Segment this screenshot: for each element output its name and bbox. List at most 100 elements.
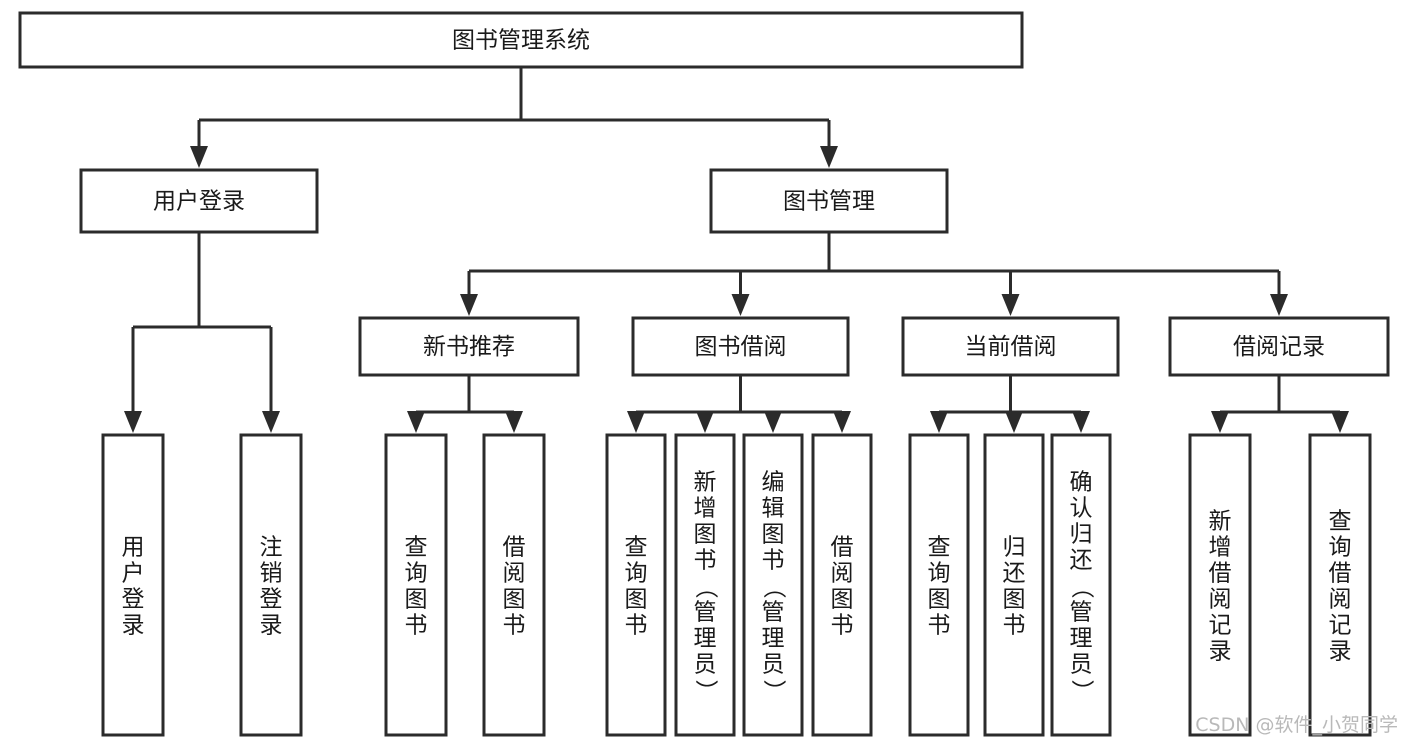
- node-group-1-box[interactable]: [631, 316, 850, 377]
- node-leaf-g2-2-label-char: 员: [1070, 652, 1093, 678]
- node-leaf-g3-0-box[interactable]: [1188, 433, 1252, 737]
- node-group-2[interactable]: 当前借阅: [901, 316, 1120, 377]
- node-leaf-g2-2-label-char: 确: [1070, 470, 1093, 496]
- node-group-2-box[interactable]: [901, 316, 1120, 377]
- node-leaf-userlogin-1-label-char: 注: [260, 535, 283, 561]
- node-leaf-g1-1-label-char: （: [693, 576, 719, 599]
- node-leaf-g1-1-label-char: 书: [694, 548, 717, 574]
- node-leaf-g1-2-label-char: 图: [762, 522, 785, 548]
- node-user-login-label: 用户登录: [153, 189, 245, 215]
- node-leaf-g0-0-label-char: 书: [405, 613, 428, 639]
- node-layer: 图书管理系统用户登录用户登录注销登录图书管理新书推荐查询图书借阅图书图书借阅查询…: [18, 11, 1390, 737]
- node-leaf-userlogin-0-label-char: 登: [122, 587, 145, 613]
- node-root-system-box[interactable]: [18, 11, 1024, 69]
- arrow-head-icon: [820, 146, 838, 168]
- node-leaf-g2-0-box[interactable]: [908, 433, 970, 737]
- node-leaf-g1-3-box[interactable]: [811, 433, 873, 737]
- node-leaf-g3-0-label-char: 录: [1209, 639, 1232, 665]
- node-group-3-box[interactable]: [1168, 316, 1390, 377]
- arrow-head-icon: [731, 294, 750, 316]
- node-leaf-userlogin-1-label-char: 登: [260, 587, 283, 613]
- node-group-0-box[interactable]: [358, 316, 580, 377]
- arrow-head-icon: [1331, 411, 1349, 433]
- node-user-login-box[interactable]: [79, 168, 319, 234]
- arrow-head-icon: [1270, 294, 1288, 316]
- node-root-system-label: 图书管理系统: [452, 28, 590, 54]
- node-book-management[interactable]: 图书管理: [709, 168, 949, 234]
- arrow-head-icon: [262, 411, 280, 433]
- arrow-head-icon: [833, 411, 851, 433]
- node-leaf-g2-2-label-char: 管: [1070, 600, 1093, 626]
- node-leaf-g1-0-label-char: 书: [625, 613, 648, 639]
- node-leaf-g1-1-label-char: 理: [694, 626, 717, 652]
- node-group-1[interactable]: 图书借阅: [631, 316, 850, 377]
- node-leaf-g2-2-label-char: 理: [1070, 626, 1093, 652]
- node-group-3[interactable]: 借阅记录: [1168, 316, 1390, 377]
- arrow-head-icon: [505, 411, 523, 433]
- node-root-system[interactable]: 图书管理系统: [18, 11, 1024, 69]
- arrow-head-icon: [627, 411, 645, 433]
- node-book-management-label: 图书管理: [783, 189, 875, 215]
- node-leaf-g1-2-box[interactable]: [742, 433, 804, 737]
- node-leaf-g0-0-label-char: 图: [405, 587, 428, 613]
- node-leaf-g1-1-label-char: 增: [694, 496, 717, 522]
- node-leaf-g3-0-label-char: 阅: [1209, 587, 1232, 613]
- node-group-2-label: 当前借阅: [965, 334, 1057, 360]
- node-leaf-g2-2-box[interactable]: [1050, 433, 1112, 737]
- node-leaf-g1-1-label-char: 管: [694, 600, 717, 626]
- arrow-head-icon: [124, 411, 142, 433]
- node-leaf-g2-0-label-char: 查: [928, 535, 951, 561]
- arrow-head-icon: [460, 294, 478, 316]
- node-leaf-g3-1-box[interactable]: [1308, 433, 1372, 737]
- node-leaf-userlogin-1-box[interactable]: [239, 433, 303, 737]
- node-leaf-g0-0-label-char: 查: [405, 535, 428, 561]
- node-leaf-g2-1-label-char: 图: [1003, 587, 1026, 613]
- node-leaf-g1-3-label-char: 阅: [831, 561, 854, 587]
- node-leaf-userlogin-0[interactable]: 用户登录: [101, 433, 165, 737]
- node-leaf-g2-1-box[interactable]: [983, 433, 1045, 737]
- node-leaf-g0-0-box[interactable]: [384, 433, 448, 737]
- node-user-login[interactable]: 用户登录: [79, 168, 319, 234]
- node-leaf-g3-0-label-char: 记: [1209, 613, 1232, 639]
- node-leaf-userlogin-0-label-char: 用: [122, 535, 145, 561]
- node-leaf-userlogin-0-label-char: 录: [122, 613, 145, 639]
- node-leaf-g1-0-box[interactable]: [605, 433, 667, 737]
- node-book-management-box[interactable]: [709, 168, 949, 234]
- node-leaf-g2-1-label-char: 还: [1003, 561, 1026, 587]
- node-leaf-g0-1-label-char: 图: [503, 587, 526, 613]
- arrow-head-icon: [1001, 294, 1020, 316]
- node-leaf-g0-1-label-char: 借: [503, 535, 526, 561]
- arrow-head-icon: [1005, 411, 1023, 433]
- arrow-head-icon: [1211, 411, 1229, 433]
- node-group-1-label: 图书借阅: [695, 334, 787, 360]
- node-leaf-g0-1-box[interactable]: [482, 433, 546, 737]
- node-leaf-g1-1-label-char: ）: [693, 680, 719, 703]
- node-leaf-g3-1-label-char: 阅: [1329, 587, 1352, 613]
- arrow-head-icon: [696, 411, 714, 433]
- node-group-0[interactable]: 新书推荐: [358, 316, 580, 377]
- node-leaf-g1-0-label-char: 图: [625, 587, 648, 613]
- node-leaf-g1-2-label-char: ）: [761, 680, 787, 703]
- node-leaf-userlogin-1-label-char: 销: [260, 561, 283, 587]
- node-leaf-g1-1-box[interactable]: [674, 433, 736, 737]
- node-leaf-g1-2-label-char: （: [761, 576, 787, 599]
- node-leaf-g1-2-label-char: 辑: [762, 496, 785, 522]
- node-leaf-userlogin-0-label-char: 户: [122, 561, 145, 587]
- connector-layer: [124, 67, 1349, 433]
- node-leaf-g2-0-label-char: 图: [928, 587, 951, 613]
- node-leaf-g2-1-label-char: 书: [1003, 613, 1026, 639]
- csdn-watermark: CSDN @软件_小贺同学: [1195, 714, 1398, 736]
- node-leaf-userlogin-0-box[interactable]: [101, 433, 165, 737]
